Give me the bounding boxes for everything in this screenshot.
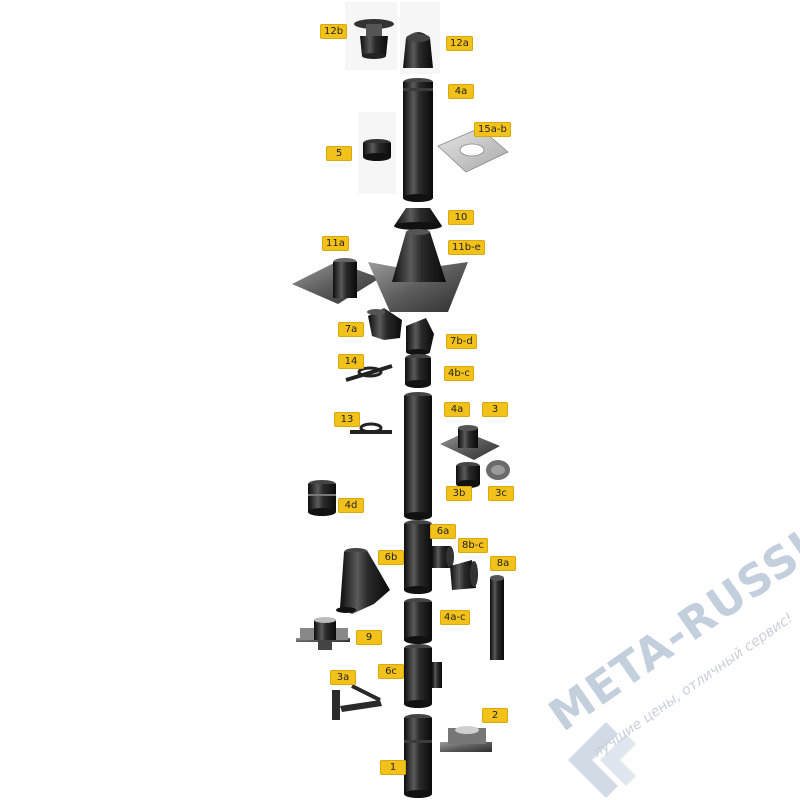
callout-6a: 6a [430, 524, 456, 539]
callout-10: 10 [448, 210, 474, 225]
pipe-4b-c [405, 354, 431, 388]
storm-collar-10 [394, 208, 442, 230]
support-box-2 [440, 726, 492, 752]
callout-12b: 12b [320, 24, 348, 39]
ceiling-plate-15a-b [437, 127, 509, 173]
collar-5 [358, 112, 396, 194]
callout-4d: 4d [338, 498, 364, 513]
callout-7a: 7a [338, 322, 364, 337]
pipe-4a-top [403, 78, 433, 202]
callout-3a: 3a [330, 670, 356, 685]
callout-14: 14 [338, 354, 364, 369]
tee-cap-6c [404, 644, 442, 708]
callout-6b: 6b [378, 550, 404, 565]
adjustable-pipe-4d [308, 480, 336, 516]
callout-4a-c: 4a-c [440, 610, 470, 625]
callout-11b-e: 11b-e [448, 240, 485, 255]
stove-pipe-8a [490, 575, 504, 660]
tee-6a [404, 520, 454, 594]
elbow-7b-d [406, 318, 434, 355]
callout-5: 5 [326, 146, 352, 161]
callout-2: 2 [482, 708, 508, 723]
adapter-8b-c [450, 560, 478, 590]
pipe-4a-middle [404, 392, 432, 520]
callout-4b-c: 4b-c [444, 366, 474, 381]
support-plate-3 [440, 425, 500, 460]
roof-flashing-11b-e [368, 229, 468, 312]
pipe-1 [404, 714, 432, 798]
pipe-4a-c [404, 598, 432, 644]
wall-strap-13 [350, 422, 392, 434]
callout-11a: 11a [322, 236, 349, 251]
callout-8b-c: 8b-c [458, 538, 488, 553]
cleanout-cap-3c [486, 460, 510, 480]
callout-3b: 3b [446, 486, 472, 501]
callout-4a-top: 4a [448, 84, 474, 99]
cone-cap-12a [400, 2, 440, 74]
elbow-7a [367, 308, 402, 340]
support-9 [296, 617, 350, 650]
wye-6b [336, 548, 390, 614]
rain-cap-12b [345, 2, 397, 70]
callout-6c: 6c [378, 664, 404, 679]
wall-band-14 [345, 364, 393, 382]
callout-13: 13 [334, 412, 360, 427]
callout-3: 3 [482, 402, 508, 417]
callout-3c: 3c [488, 486, 514, 501]
callout-12a: 12a [446, 36, 473, 51]
callout-15a-b: 15a-b [474, 122, 511, 137]
callout-9: 9 [356, 630, 382, 645]
pipe-3b [456, 462, 480, 488]
wall-bracket-3a [332, 684, 382, 720]
watermark-logo-icon [568, 722, 636, 798]
callout-8a: 8a [490, 556, 516, 571]
callout-7b-d: 7b-d [446, 334, 477, 349]
callout-4a-mid: 4a [444, 402, 470, 417]
callout-1: 1 [380, 760, 406, 775]
flashing-11a [292, 258, 380, 304]
